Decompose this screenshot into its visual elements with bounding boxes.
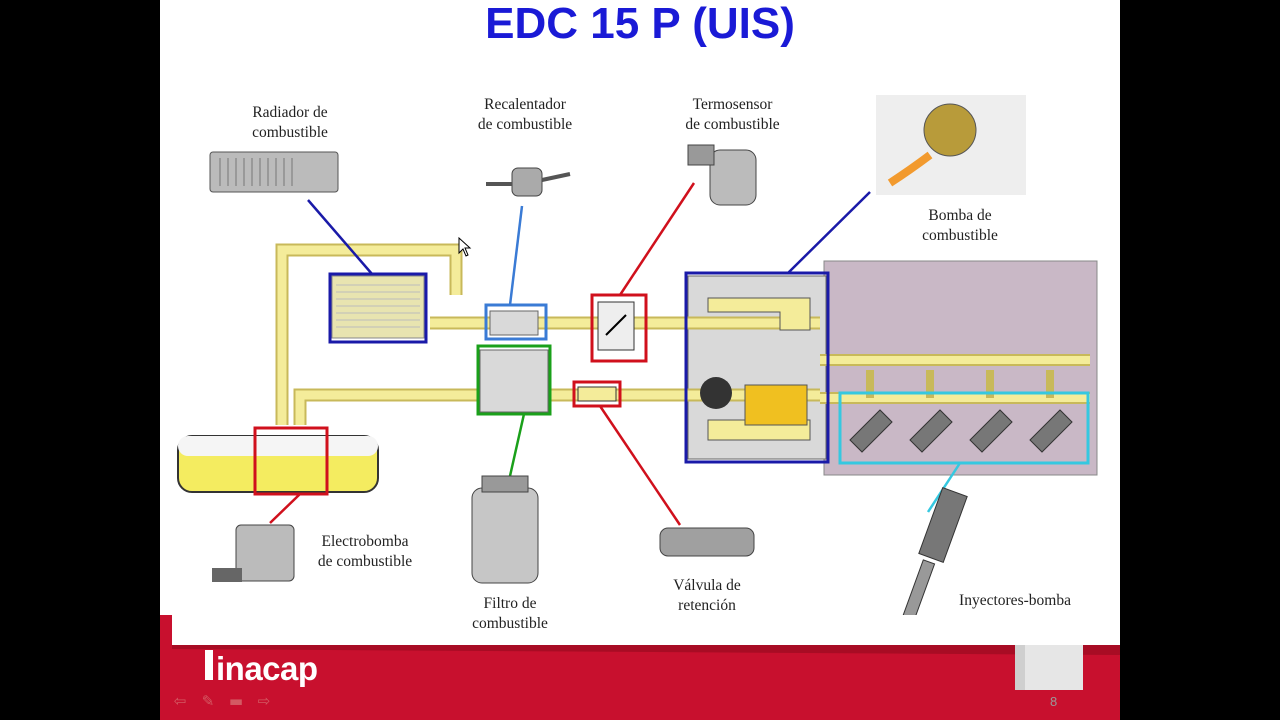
check-valve-body — [577, 386, 617, 402]
forward-arrow-icon[interactable]: ⇨ — [257, 692, 271, 710]
check-valve-highlight — [572, 380, 622, 408]
pump-internals — [700, 297, 1090, 441]
cooler-body — [331, 275, 425, 339]
heater-body — [489, 310, 539, 336]
menu-icon[interactable]: ▬ — [228, 692, 244, 710]
brand-wordmark: inacap — [216, 650, 318, 687]
heater-illustration — [486, 167, 571, 197]
inacap-logo — [205, 650, 213, 680]
sensor-highlight — [590, 293, 648, 363]
back-arrow-icon[interactable]: ⇦ — [173, 692, 187, 710]
mouse-cursor-icon — [458, 237, 472, 257]
valve-illustration — [659, 527, 755, 557]
slide-title: EDC 15 P (UIS) — [485, 0, 795, 48]
sensor-illustration — [687, 144, 757, 206]
injector-pump-illustration — [900, 487, 968, 615]
electropump-illustration — [212, 524, 295, 582]
electropump-highlight — [253, 426, 329, 496]
filter-body — [479, 349, 549, 413]
injectors — [849, 409, 1073, 453]
page-number: 8 — [1050, 694, 1058, 709]
slide: EDC 15 P (UIS) — [160, 0, 1120, 720]
pump-highlight — [684, 271, 830, 464]
fuel-system-diagram — [177, 95, 1098, 615]
cooler-highlight — [328, 272, 428, 344]
heater-highlight — [484, 303, 548, 341]
cooler-illustration — [209, 151, 339, 193]
injectors-highlight — [838, 391, 1090, 465]
pen-icon[interactable]: ✎ — [201, 692, 215, 710]
slideshow-nav: ⇦ ✎ ▬ ⇨ — [170, 692, 280, 710]
pump-illustration — [876, 95, 1026, 195]
injector-rails — [866, 370, 1054, 398]
label-inyectores: Inyectores-bomba — [959, 592, 1071, 609]
filter-highlight — [476, 344, 552, 416]
filter-illustration — [471, 475, 539, 584]
footer-band — [160, 615, 1120, 720]
